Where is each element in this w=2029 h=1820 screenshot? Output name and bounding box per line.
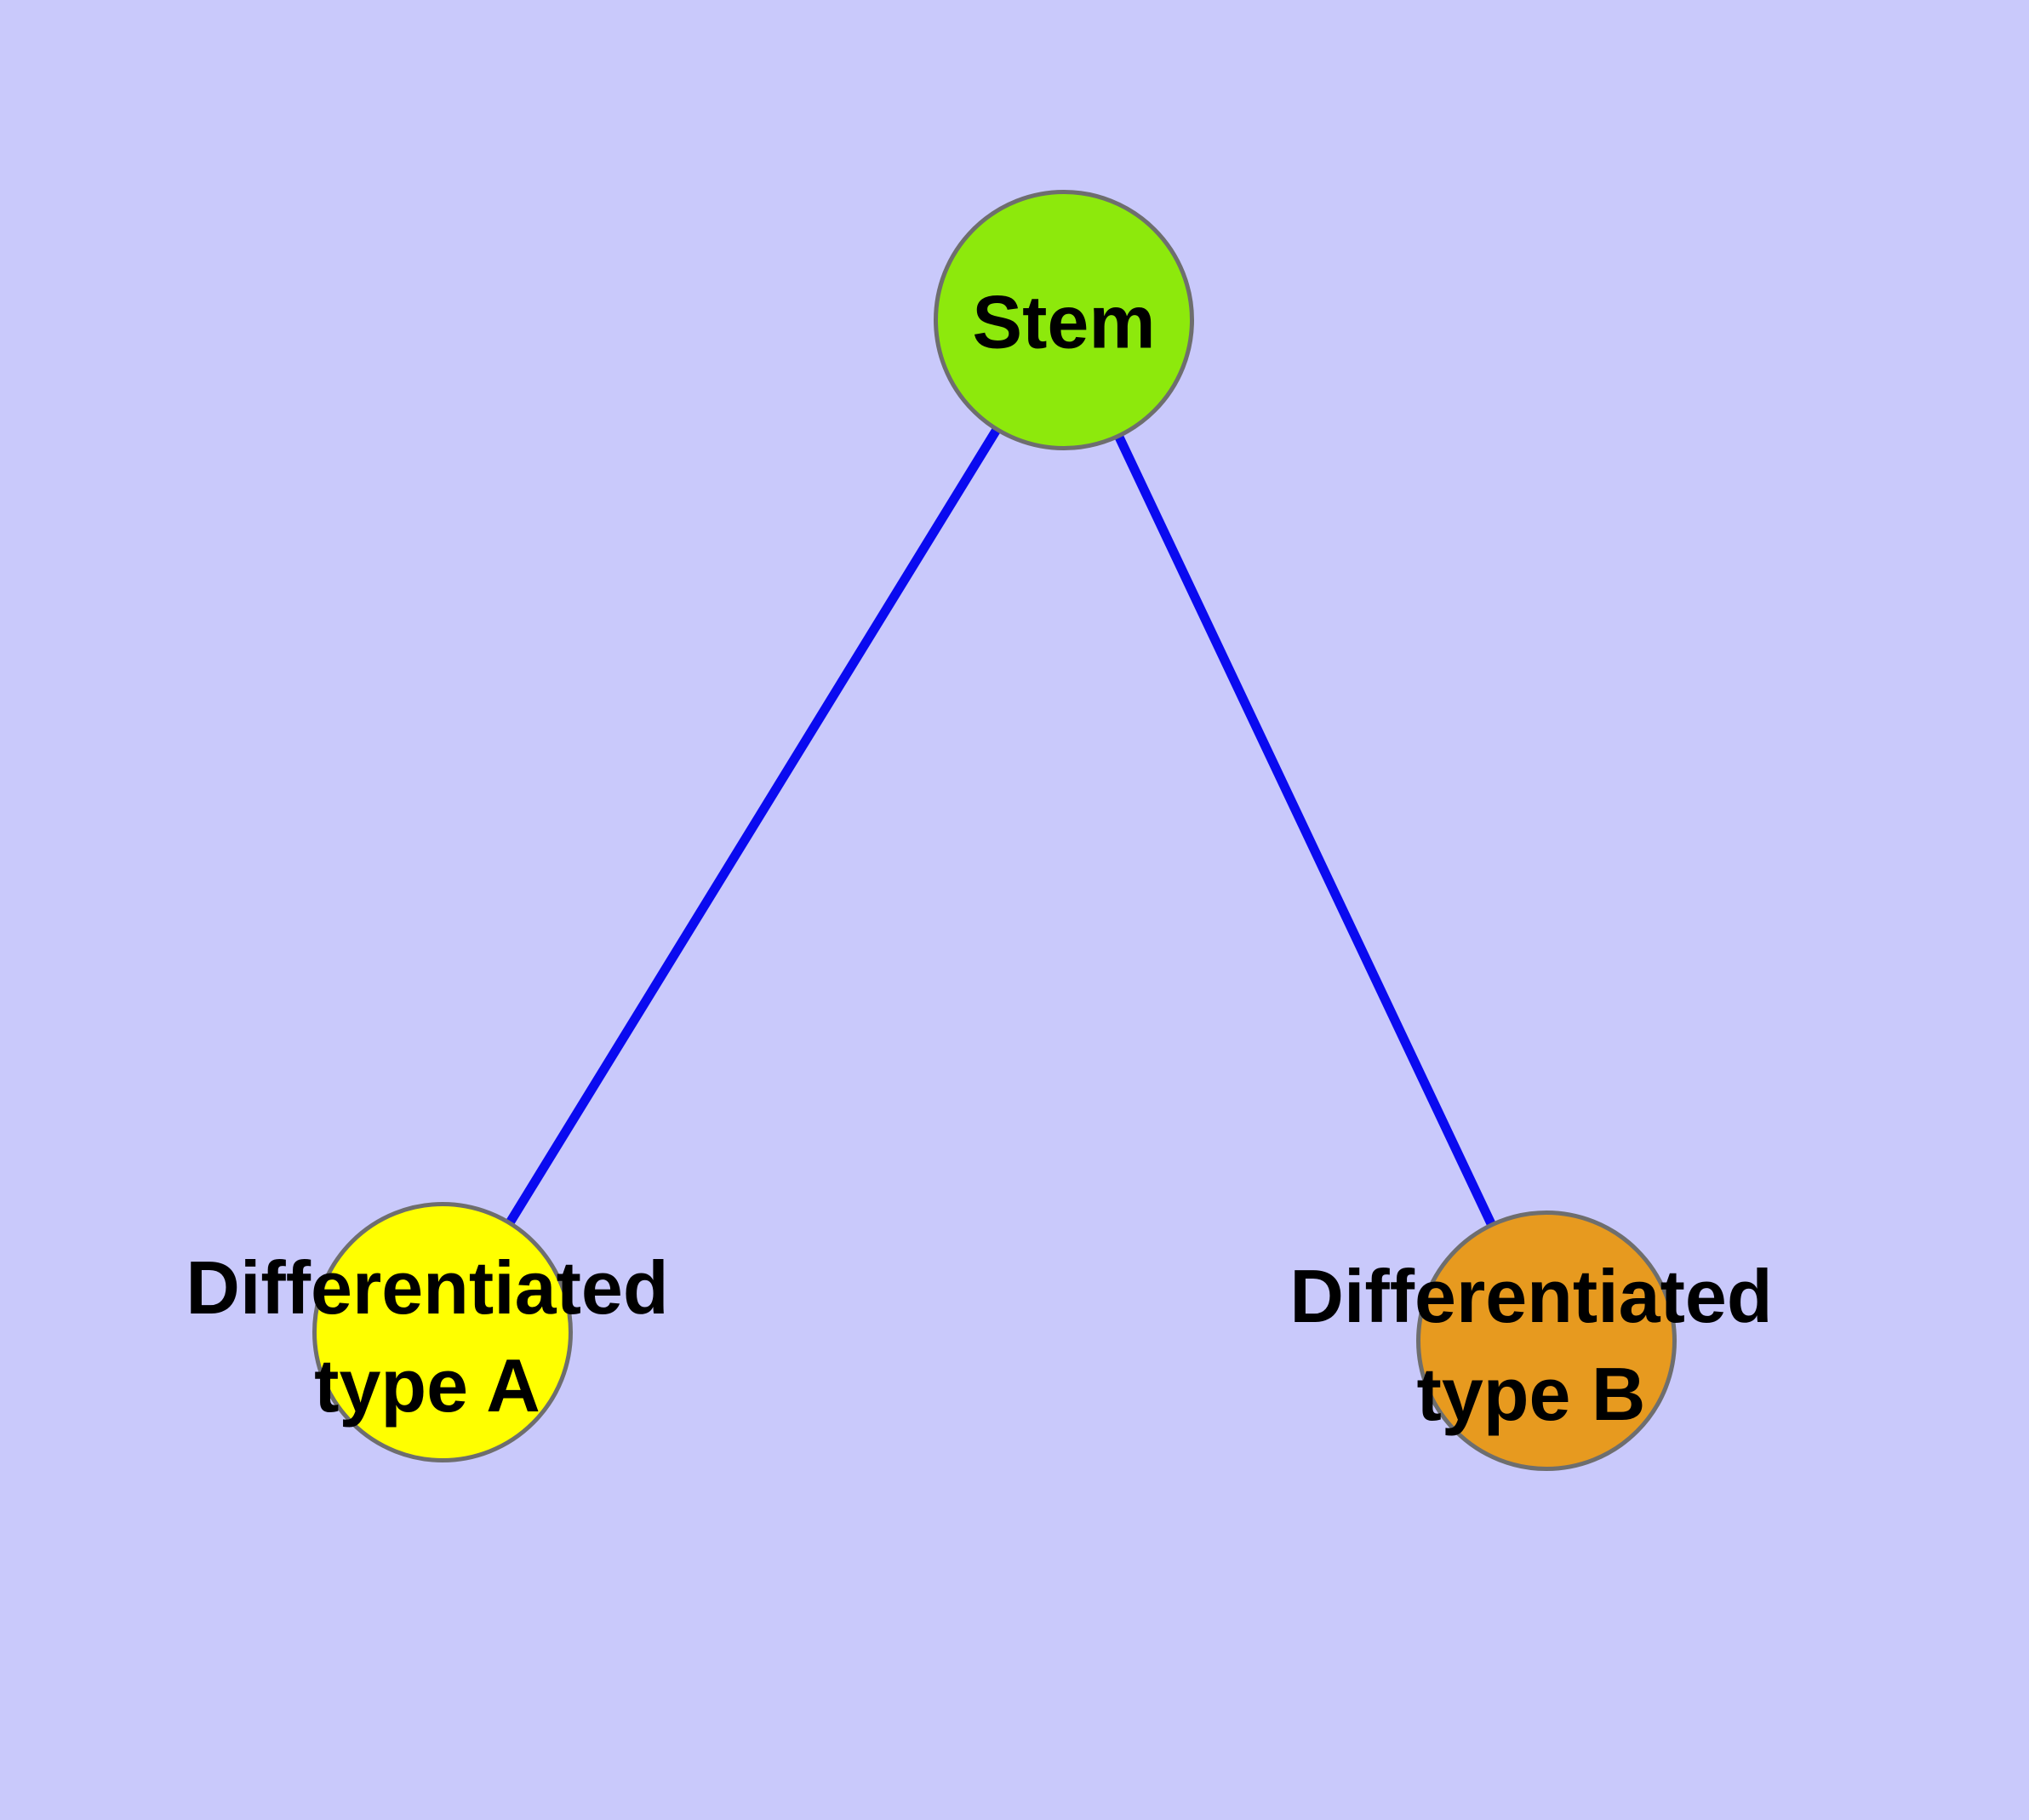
node-type-a-label: Differentiated type A [186, 1239, 668, 1434]
node-differentiated-type-b [1416, 1210, 1677, 1471]
node-type-a-label-line1: Differentiated [186, 1245, 669, 1330]
edge-stem-to-type-a [438, 318, 1068, 1335]
node-stem-label: Stem [972, 273, 1155, 371]
node-stem-label-text: Stem [972, 279, 1156, 364]
node-type-b-label: Differentiated type B [1289, 1247, 1772, 1443]
node-stem [934, 190, 1194, 450]
node-type-b-label-line2: type B [1416, 1352, 1646, 1436]
node-type-b-label-line1: Differentiated [1289, 1254, 1773, 1338]
edge-stem-to-type-b [1060, 318, 1551, 1343]
node-type-a-label-line2: type A [314, 1343, 540, 1428]
node-differentiated-type-a [312, 1202, 573, 1462]
